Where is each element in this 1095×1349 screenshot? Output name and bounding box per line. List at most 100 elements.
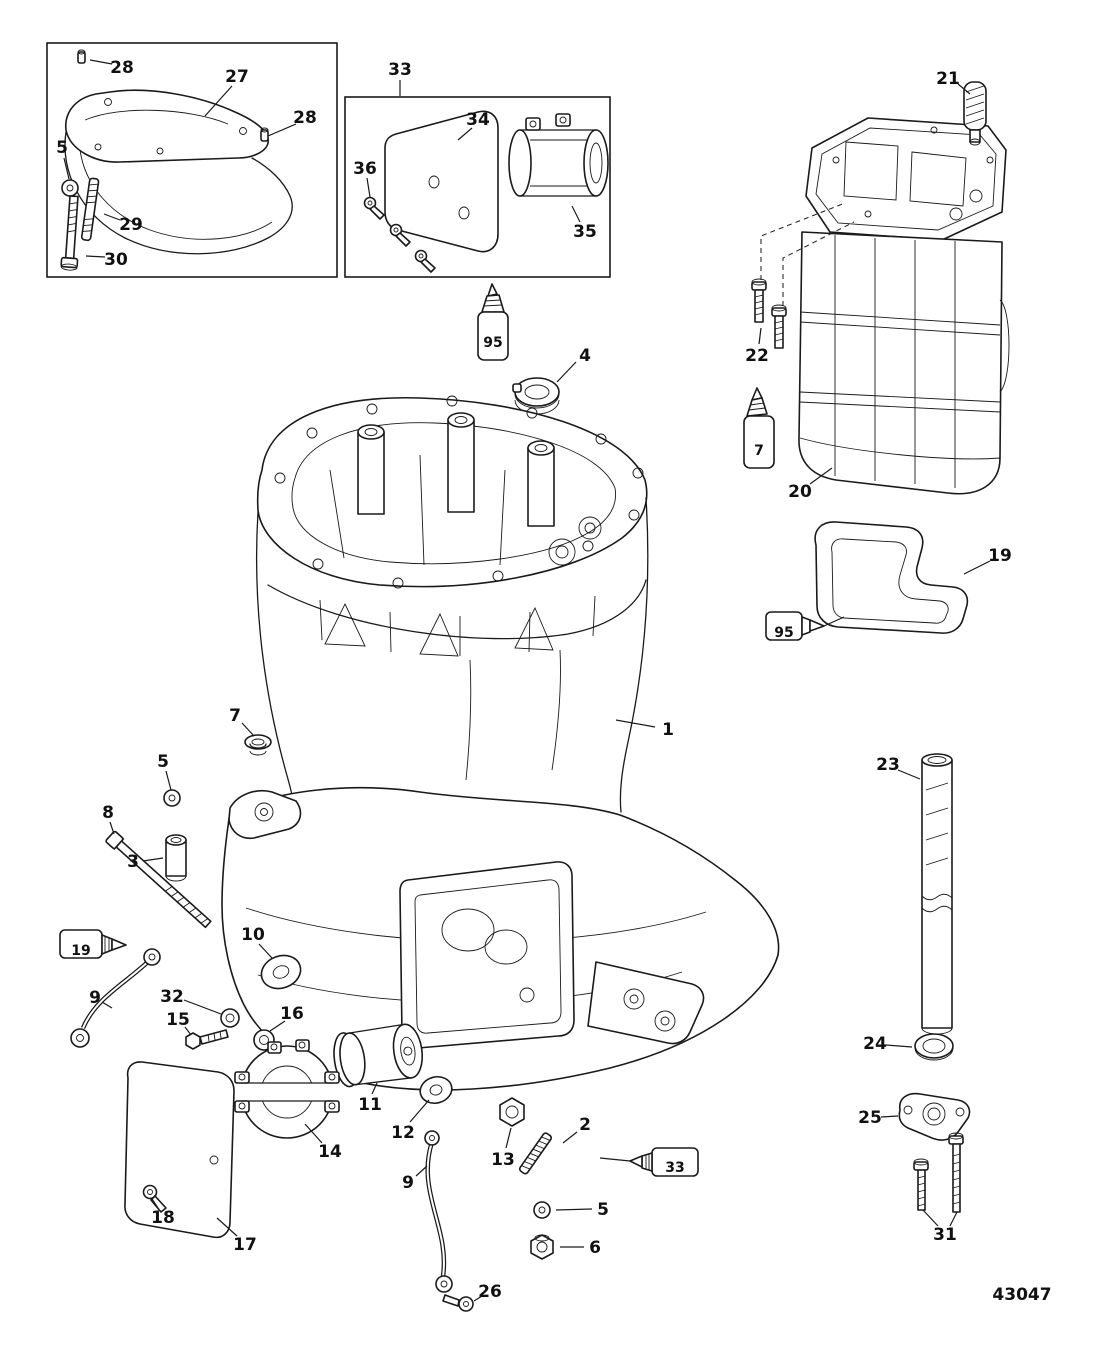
callout-95: 95 [483, 335, 502, 351]
callout-20: 20 [788, 482, 812, 502]
callout-5: 5 [56, 138, 68, 158]
lube-tube-7-icon [743, 387, 775, 469]
washer-icon [163, 789, 181, 807]
callout-15: 15 [166, 1010, 190, 1030]
callout-leader-19 [963, 560, 991, 575]
bolt-icon [751, 278, 787, 349]
callout-19: 19 [71, 943, 90, 959]
callout-leader-31 [949, 1211, 958, 1227]
washer-icon [533, 1201, 551, 1219]
callout-leader-1 [615, 719, 656, 728]
callout-34: 34 [466, 110, 490, 130]
callout-22: 22 [745, 346, 769, 366]
callout-leader-26 [473, 1295, 483, 1302]
callout-leader-13 [505, 1127, 512, 1149]
callout-23: 23 [876, 755, 900, 775]
callout-leader-34 [457, 127, 473, 141]
long-bolt-icon [105, 830, 212, 929]
callout-33: 33 [665, 1160, 684, 1176]
callout-leader-22 [758, 327, 762, 345]
nut-icon [499, 1097, 525, 1127]
callout-leader-18 [151, 1198, 159, 1209]
bolt-icon [913, 1132, 964, 1213]
callout-leader-10 [258, 943, 273, 959]
callout-35: 35 [573, 222, 597, 242]
bracket-part-icon [64, 89, 293, 255]
callout-leader-36 [366, 177, 371, 198]
callout-leader-25 [880, 1115, 899, 1118]
callout-11: 11 [358, 1095, 382, 1115]
stud-icon [518, 1132, 552, 1175]
lock-nut-icon [530, 1234, 554, 1260]
callout-leader-15 [184, 1026, 192, 1036]
driveshaft-housing [221, 395, 780, 1091]
bushing-icon [333, 1023, 424, 1088]
callout-10: 10 [241, 925, 265, 945]
callout-leader-20 [809, 467, 833, 485]
callout-31: 31 [933, 1225, 957, 1245]
callout-16: 16 [280, 1004, 304, 1024]
callout-leader-35 [571, 205, 581, 223]
callout-leader-11 [371, 1082, 378, 1095]
callout-9: 9 [402, 1173, 414, 1193]
callout-5: 5 [157, 752, 169, 772]
washer-icon [61, 179, 79, 197]
retainer-ring-icon [512, 377, 560, 415]
washer-icon [220, 1008, 240, 1028]
callout-leader-9 [415, 1165, 428, 1177]
vent-plug-icon [244, 734, 272, 756]
grommet-icon [963, 81, 987, 146]
callout-leader-32 [183, 999, 222, 1015]
callout-30: 30 [104, 250, 128, 270]
seal-ring-icon [914, 1033, 954, 1061]
callout-leader-27 [204, 85, 233, 117]
callout-3: 3 [127, 852, 139, 872]
lube-tube-33-icon [599, 1147, 699, 1177]
callout-leader-5 [555, 1208, 593, 1211]
callout-21: 21 [936, 69, 960, 89]
screw-icon [142, 1184, 167, 1213]
callout-leader-23 [897, 769, 921, 780]
callout-leader-4 [556, 361, 577, 383]
callout-leader-21 [957, 83, 971, 95]
inset-box-plate-clamp [344, 96, 611, 278]
callout-leader-9 [101, 1001, 113, 1009]
callout-14: 14 [318, 1142, 342, 1162]
callout-leader-29 [103, 213, 121, 221]
callout-leader-28 [267, 123, 297, 137]
sleeve-icon [165, 834, 187, 882]
callout-36: 36 [353, 159, 377, 179]
callout-2: 2 [579, 1115, 591, 1135]
gasket-icon [814, 521, 969, 634]
housing-interior [329, 412, 602, 566]
screw-icon [363, 196, 436, 273]
callout-leader-5 [63, 157, 70, 180]
callout-27: 27 [225, 67, 249, 87]
callout-leader-24 [885, 1044, 913, 1048]
callout-24: 24 [863, 1034, 887, 1054]
stud-icon [80, 177, 100, 242]
callout-4: 4 [579, 346, 591, 366]
callout-95: 95 [774, 625, 793, 641]
callout-leader-16 [269, 1020, 286, 1032]
callout-13: 13 [491, 1150, 515, 1170]
callout-33: 33 [388, 60, 412, 80]
flange-bolt-holes [274, 395, 644, 589]
ground-wire-icon [70, 948, 161, 1048]
callout-7: 7 [754, 443, 764, 459]
callout-9: 9 [89, 988, 101, 1008]
callout-7: 7 [229, 706, 241, 726]
callout-32: 32 [160, 987, 184, 1007]
callout-leader-5 [165, 770, 172, 791]
callout-leader-8 [109, 821, 115, 835]
bolt-icon [60, 195, 79, 271]
lube-tube-19-icon [59, 929, 127, 959]
callout-leader-2 [562, 1131, 578, 1144]
washer-icon [260, 954, 302, 990]
exhaust-adapter-assembly [760, 117, 1010, 495]
callout-12: 12 [391, 1123, 415, 1143]
callout-leader-17 [216, 1217, 238, 1237]
callout-leader-28 [89, 59, 113, 65]
